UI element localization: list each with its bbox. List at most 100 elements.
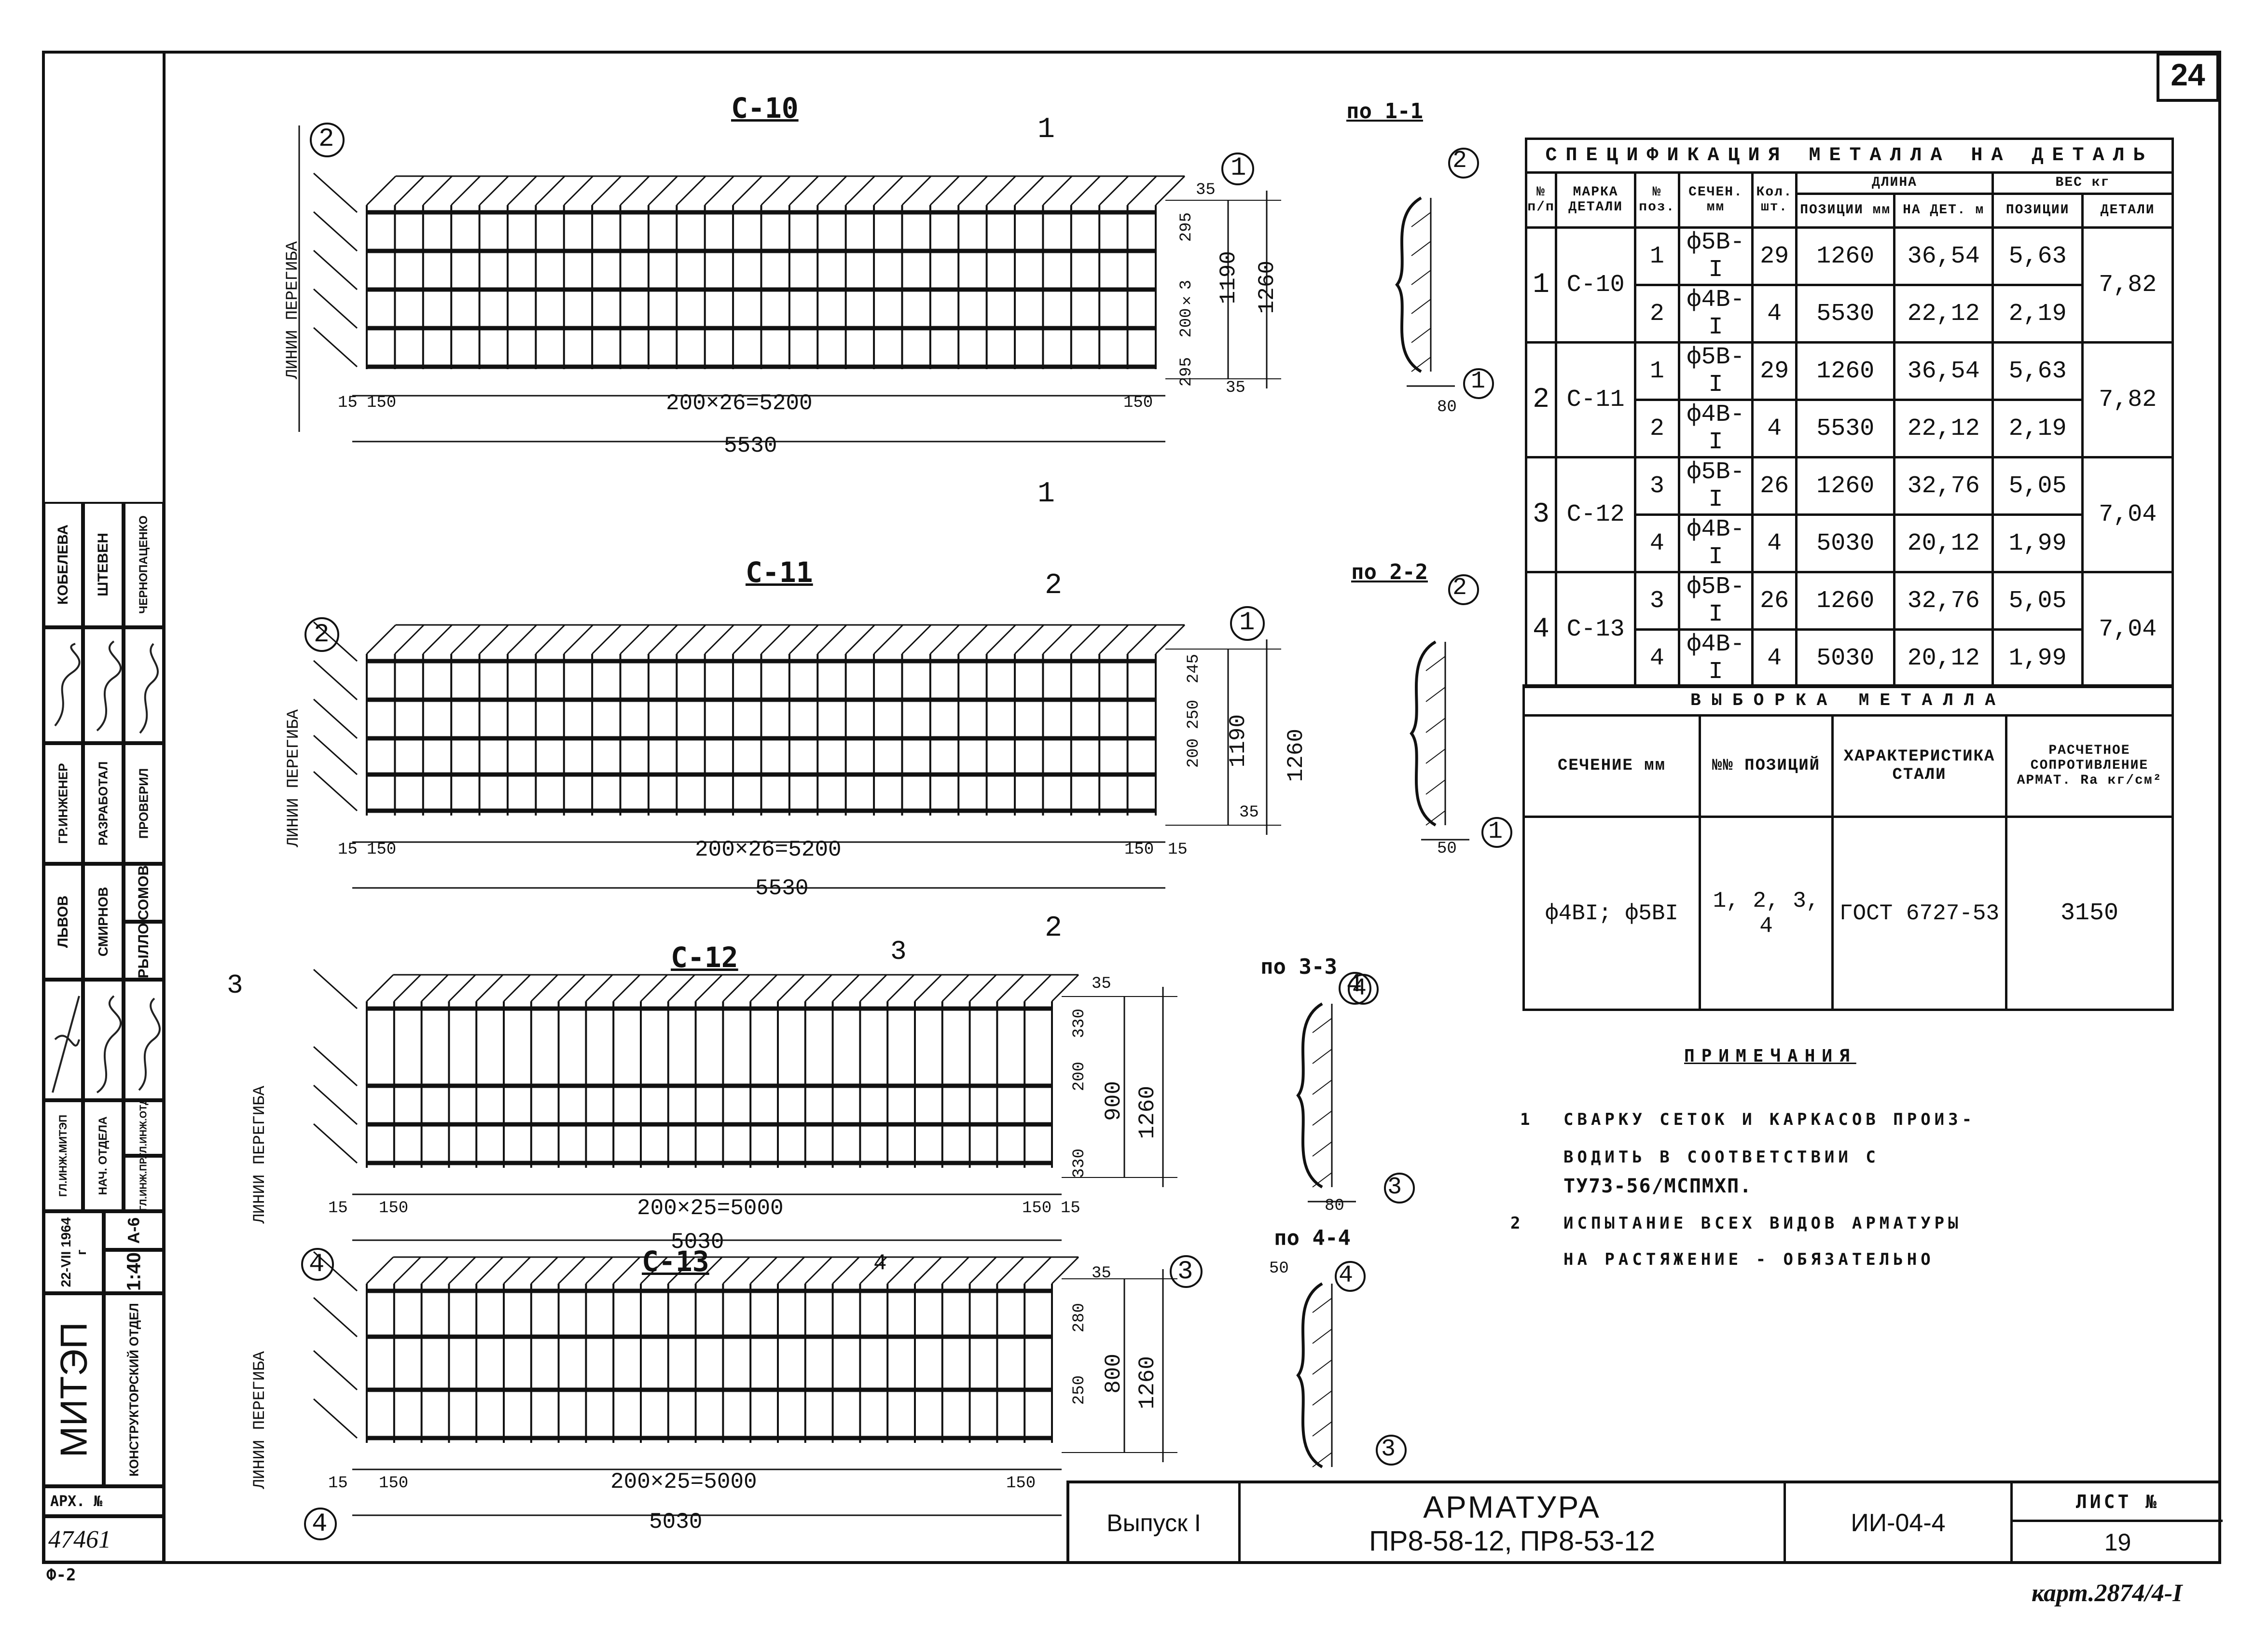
- bent-bar-end: [750, 1256, 778, 1285]
- pitch-right-c13: 150: [1006, 1474, 1036, 1493]
- table-row: ф4ВI; ф5ВI 1, 2, 3, 4 ГОСТ 6727-53 3150: [1522, 816, 2174, 1011]
- table-row: 4 ф4В-I 4 5030 20,12 1,99: [1526, 628, 2173, 688]
- bent-bar-end: [592, 175, 622, 206]
- bent-bar-end: [1070, 175, 1101, 206]
- section-profile: [1296, 1282, 1323, 1468]
- cut-mark-c10-bottom: 1: [1037, 478, 1055, 511]
- spacing-b-c13: 250: [1070, 1375, 1089, 1405]
- bent-bar-end: [996, 1256, 1024, 1285]
- stamp-role-cell: СОМОВ: [124, 864, 164, 922]
- bent-bar-end: [733, 624, 763, 655]
- row-mark: С-10: [1555, 226, 1637, 344]
- hdr-mark: МАРКА ДЕТАЛИ: [1555, 171, 1637, 229]
- mesh-c12: [313, 969, 1177, 1241]
- full-height-dim-c12: 1260: [1135, 1086, 1160, 1139]
- title-vypusk-cell: Выпуск I: [1069, 1483, 1241, 1563]
- section-hatch: [1411, 212, 1431, 227]
- section-3-top-pos: 4: [1352, 975, 1367, 1002]
- bent-bar-end: [448, 974, 476, 1002]
- stamp-signature-cell: [43, 980, 83, 1100]
- hdr-pos: № поз.: [1634, 171, 1680, 229]
- bent-bar-end: [676, 175, 706, 206]
- note-1-line-3: ТУ73-56/МСПМХП.: [1563, 1175, 1753, 1197]
- cut-mark-c11-bottom: 2: [1045, 912, 1063, 945]
- cell-section: ф5В-I: [1677, 456, 1754, 516]
- mark-title-c12: С-12: [671, 941, 738, 974]
- bend-line: [313, 621, 358, 662]
- bent-bar-end: [476, 1256, 504, 1285]
- bend-label-c10: ЛИНИИ ПЕРЕГИБА: [284, 241, 302, 379]
- bent-bar-end: [901, 175, 932, 206]
- cell-weight: 1,99: [1991, 513, 2084, 573]
- metal-cell-steel: ГОСТ 6727-53: [1831, 816, 2007, 1011]
- bent-bar-end: [969, 1256, 997, 1285]
- bent-bar-end: [479, 624, 509, 655]
- spacing-c-c11: 200: [1185, 738, 1203, 768]
- section-3-dim: 80: [1325, 1197, 1344, 1215]
- stamp-format: А-6: [124, 1217, 143, 1244]
- stamp-role-cell: ГЛ.ИНЖ.ПР.: [124, 1156, 164, 1211]
- height-dim-c11: 1190: [1226, 714, 1251, 768]
- row-mark: С-11: [1555, 341, 1637, 458]
- hdr-w-det: ДЕТАЛИ: [2081, 193, 2174, 229]
- section-2-2: [1410, 640, 1469, 841]
- title-series-cell: ИИ-04-4: [1786, 1483, 2013, 1563]
- stamp-name-kobeleva: КОБЕЛЕВА: [55, 524, 71, 605]
- signature-mark: [139, 643, 159, 734]
- cell-weight: 5,63: [1991, 341, 2084, 401]
- bent-bar-end: [507, 175, 538, 206]
- height-dim-c10: 1190: [1216, 251, 1241, 304]
- bent-bar-end: [563, 175, 594, 206]
- bent-bar-end: [695, 1256, 723, 1285]
- stamp-role-cell: СМИРНОВ: [83, 864, 124, 980]
- stamp-role-cell: РАЗРАБОТАЛ: [83, 743, 124, 864]
- sheet-number: 24: [2171, 57, 2205, 92]
- bent-bar-end: [640, 1256, 668, 1285]
- hdr-len-pos: ПОЗИЦИИ мм: [1795, 193, 1896, 229]
- bottom-spacing-c10: 295: [1177, 357, 1196, 387]
- bend-line: [313, 1350, 358, 1391]
- bent-bar-end: [558, 974, 586, 1002]
- cut-mark-c13: 4: [873, 1251, 887, 1276]
- grid-dim-c13: 200×25=5000: [610, 1469, 757, 1495]
- section-hatch: [1312, 1390, 1332, 1406]
- bent-bar-end: [929, 175, 960, 206]
- bent-bar-end: [761, 624, 791, 655]
- section-hatch: [1411, 299, 1431, 314]
- note-number-1: 1: [1520, 1110, 1534, 1129]
- bend-line: [313, 327, 358, 368]
- bent-bar-end: [817, 175, 847, 206]
- table-row: 1 С-10 1 ф5В-I 29 1260 36,54 5,63 7,82: [1524, 226, 2174, 344]
- stamp-role-cell: ШТЕВЕН: [83, 502, 124, 627]
- stamp-scale: 1:40: [123, 1252, 144, 1291]
- bend-line: [313, 249, 358, 291]
- grid-dim-c12: 200×25=5000: [637, 1196, 784, 1221]
- bent-bar-end: [592, 624, 622, 655]
- bend-line: [313, 969, 358, 1010]
- bent-bar-end: [914, 974, 942, 1002]
- bent-bar-end: [393, 974, 421, 1002]
- section-hatch: [1312, 1018, 1332, 1033]
- bent-bar-end: [620, 624, 650, 655]
- mesh-c11: [313, 621, 1281, 889]
- stamp-role-cell: НАЧ. ОТДЕЛА: [83, 1100, 124, 1211]
- section-hatch: [1411, 328, 1431, 343]
- cell-pos: 4: [1634, 628, 1680, 688]
- section-hatch: [1312, 1452, 1332, 1467]
- section-hatch: [1312, 1421, 1332, 1437]
- signature-mark: [138, 997, 161, 1091]
- pitch-left-c10: 150: [367, 394, 397, 412]
- section-title-3: по 3-3: [1260, 955, 1337, 979]
- section-hatch: [1312, 1049, 1332, 1064]
- pos-bubble-c11-left: 2: [314, 620, 330, 650]
- cell-length: 5030: [1795, 513, 1896, 573]
- bend-line: [313, 288, 358, 329]
- bent-bar-end: [788, 175, 819, 206]
- hdr-count: Кол. шт.: [1751, 171, 1798, 229]
- cell-pos: 1: [1634, 341, 1680, 401]
- cell-count: 29: [1751, 341, 1798, 401]
- section-hatch: [1425, 748, 1446, 764]
- cell-pos: 2: [1634, 284, 1680, 344]
- section-title-1: по 1-1: [1346, 99, 1423, 124]
